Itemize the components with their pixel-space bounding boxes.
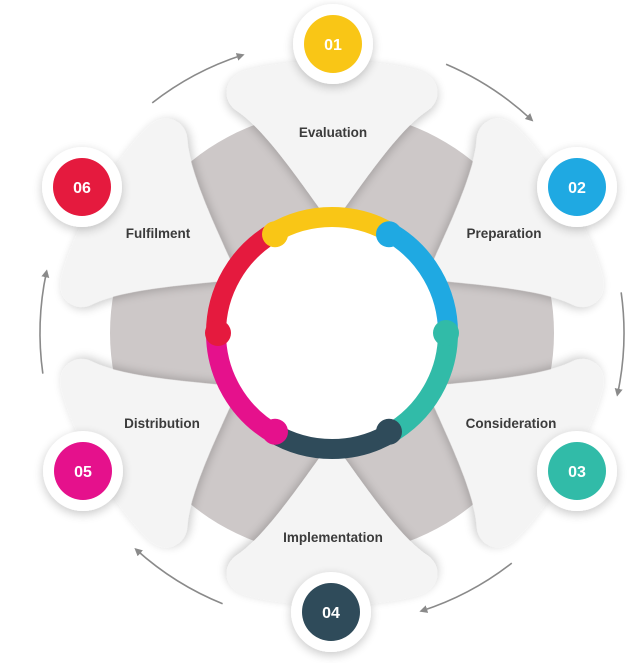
petal-implementation — [226, 441, 438, 606]
badge-fill — [54, 442, 112, 500]
step-badge-02: 02 — [537, 147, 617, 227]
badge-fill — [548, 158, 606, 216]
color-ring — [205, 207, 459, 459]
step-label-05: Distribution — [124, 416, 200, 431]
step-badge-01: 01 — [293, 4, 373, 84]
step-badge-06: 06 — [42, 147, 122, 227]
step-number-05: 05 — [74, 464, 92, 481]
ring-knob-05 — [262, 418, 288, 445]
step-number-01: 01 — [324, 37, 342, 54]
petal-distribution — [60, 359, 239, 548]
cycle-arrow-2 — [614, 292, 625, 397]
cycle-arrow-4 — [134, 547, 223, 605]
step-badge-04: 04 — [291, 572, 371, 652]
step-badge-05: 05 — [43, 431, 123, 511]
step-badge-03: 03 — [537, 431, 617, 511]
step-labels: EvaluationPreparationConsiderationImplem… — [124, 125, 556, 545]
step-number-04: 04 — [322, 605, 340, 622]
step-number-02: 02 — [568, 180, 586, 197]
cycle-arrow-5 — [39, 269, 50, 374]
badge-fill — [548, 442, 606, 500]
petal-fulfilment — [60, 118, 239, 307]
petal-consideration — [425, 359, 604, 548]
ring-knob-06 — [205, 320, 231, 346]
petal-preparation — [425, 118, 604, 307]
step-label-02: Preparation — [466, 226, 541, 241]
ring-knob-01 — [262, 221, 288, 248]
step-number-06: 06 — [73, 180, 91, 197]
ring-knob-03 — [433, 320, 459, 346]
center-disc — [214, 215, 450, 451]
badge-fill — [53, 158, 111, 216]
step-badges: 01 02 03 04 05 06 — [42, 4, 617, 652]
badge-fill — [302, 583, 360, 641]
step-label-03: Consideration — [466, 416, 557, 431]
badge-fill — [304, 15, 362, 73]
step-number-03: 03 — [568, 464, 586, 481]
cycle-arrow-1 — [445, 63, 534, 122]
petals — [60, 60, 604, 606]
step-label-01: Evaluation — [299, 125, 367, 140]
cycle-arrows — [39, 53, 625, 613]
ring-knob-02 — [376, 221, 402, 248]
step-label-04: Implementation — [283, 530, 383, 545]
step-label-06: Fulfilment — [126, 226, 191, 241]
cycle-arrow-3 — [419, 562, 513, 613]
cycle-arrow-6 — [151, 53, 245, 104]
ring-knob-04 — [376, 418, 402, 445]
petal-evaluation — [226, 60, 438, 225]
